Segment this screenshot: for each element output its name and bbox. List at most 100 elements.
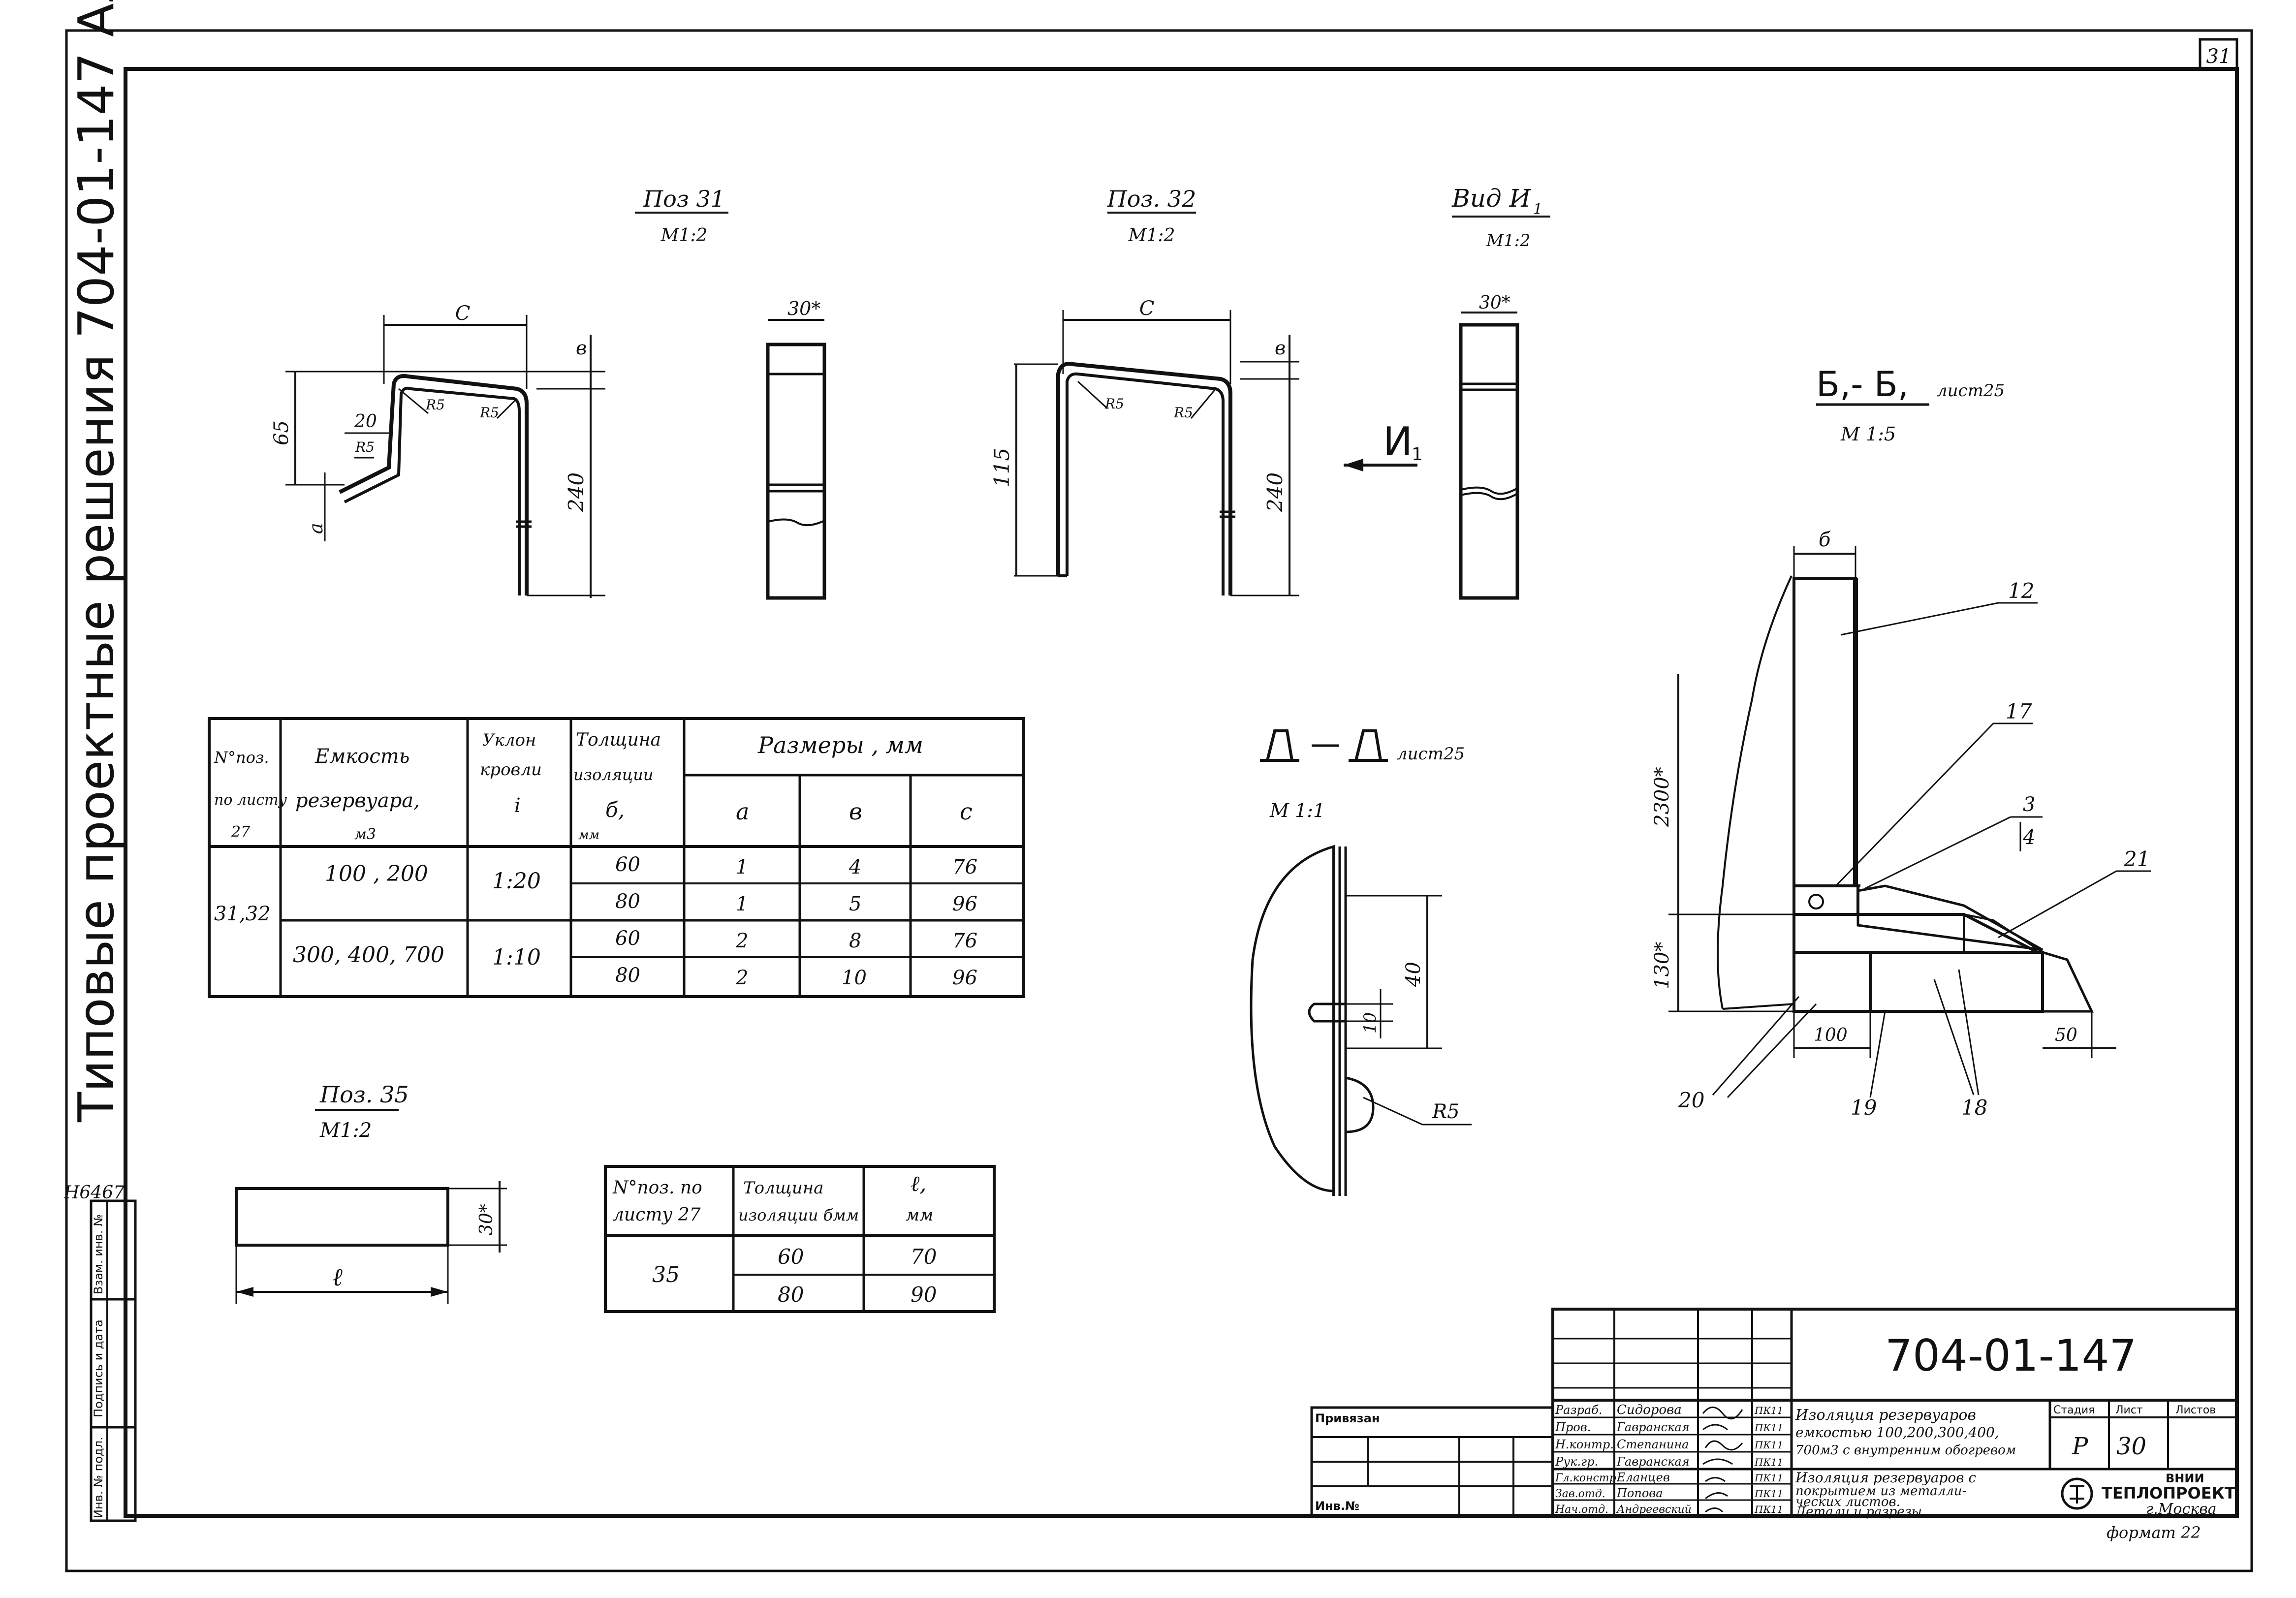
- pos35-width: 30*: [476, 1204, 497, 1235]
- t2-r2-len: 90: [911, 1283, 937, 1307]
- t1-h-pos-2: по листу: [214, 791, 287, 809]
- pos31-dim-b: в: [576, 337, 587, 359]
- pos31-dim-20: 20: [354, 411, 377, 432]
- pos31-dim-c: С: [455, 302, 471, 325]
- pos31-r5-b: R5: [425, 397, 445, 413]
- pos32-title: Поз. 32: [1107, 186, 1196, 212]
- stamp-replace-label: Взам. инв. №: [92, 1214, 105, 1294]
- tb-date-2: ПК11: [1754, 1439, 1783, 1451]
- tb-inv: Инв.№: [1315, 1499, 1359, 1513]
- tb-name-3: Гавранская: [1616, 1455, 1690, 1469]
- t1-h-slope-3: i: [514, 794, 521, 817]
- pos32-scale: М1:2: [1128, 225, 1175, 246]
- sheet-number-box: [2199, 38, 2238, 70]
- tb-privyazan: Привязан: [1315, 1411, 1380, 1425]
- t1-g2-slope: 1:10: [492, 945, 541, 970]
- t1-h-c: с: [960, 798, 973, 825]
- t2-pos-value: 35: [652, 1262, 680, 1287]
- sheet-number: 31: [2206, 45, 2232, 68]
- tb-desc2-0: Изоляция резервуаров с: [1795, 1470, 1976, 1486]
- t1-h-thick-4: мм: [578, 828, 599, 843]
- callout-21: 21: [2123, 847, 2150, 871]
- tb-role-5: Зав.отд.: [1555, 1488, 1605, 1500]
- t1-h-pos-3: 27: [231, 823, 251, 841]
- t2-h-pos-2: листу 27: [613, 1205, 701, 1225]
- pos31-dim-240: 240: [564, 472, 588, 512]
- t1-g1-r2-thick: 80: [615, 890, 640, 913]
- t1-h-thick-3: б,: [605, 798, 625, 822]
- pos31-title: Поз 31: [643, 186, 725, 212]
- section-a1-r5: R5: [1432, 1100, 1460, 1123]
- callout-12: 12: [2008, 579, 2034, 603]
- t1-g1-r1-thick: 60: [615, 853, 640, 876]
- t1-g2-r2-a: 2: [735, 967, 748, 989]
- t2-h-thick-2: изоляции бмм: [738, 1206, 859, 1224]
- tb-name-1: Гавранская: [1616, 1420, 1690, 1434]
- section-b1-dim-100: 100: [1814, 1025, 1848, 1045]
- t1-g1-r2-a: 1: [736, 893, 748, 915]
- view-i1-width: 30*: [1479, 293, 1510, 313]
- pos31-r5-c: R5: [479, 405, 499, 421]
- section-b1-dim-2300: 2300*: [1651, 767, 1673, 827]
- inventory-number: Н6467: [63, 1183, 125, 1203]
- t1-g2-r2-thick: 80: [615, 964, 640, 987]
- section-b1-scale: М 1:5: [1840, 423, 1896, 445]
- tb-stage-header: Стадия: [2053, 1404, 2095, 1416]
- callout-3: 3: [2023, 793, 2035, 816]
- section-a1: лист25 М 1:1 40 10 R5: [1250, 729, 1472, 1196]
- t1-h-cap-2: резервуара,: [295, 789, 420, 812]
- section-a1-dim-40: 40: [1402, 962, 1425, 987]
- t2-h-len-1: ℓ,: [911, 1171, 926, 1196]
- section-b1-dim-50: 50: [2055, 1025, 2077, 1045]
- pos32-r5-b: R5: [1173, 405, 1193, 421]
- tb-desc2-3: Детали и разрезы: [1795, 1504, 1922, 1519]
- pos32-dim-c: С: [1139, 297, 1155, 320]
- org-logo: [2061, 1477, 2093, 1510]
- pos31-dim-65: 65: [270, 420, 293, 445]
- callout-17: 17: [2006, 699, 2032, 723]
- tb-role-4: Гл.констр.: [1555, 1472, 1620, 1484]
- tb-stage: Р: [2072, 1433, 2088, 1460]
- section-b1-ref: лист25: [1937, 381, 2005, 401]
- view-i1-scale: М1:2: [1486, 231, 1531, 251]
- callout-4: 4: [2022, 826, 2035, 849]
- tb-role-2: Н.контр.: [1555, 1438, 1614, 1451]
- section-a1-ref: лист25: [1397, 744, 1465, 764]
- pos32-view: Поз. 32 М1:2 С в 240 115 R5 R5 И 1: [990, 186, 1423, 596]
- callout-19: 19: [1851, 1096, 1877, 1120]
- tb-code: 704-01-147: [1885, 1330, 2137, 1381]
- tb-org-1: ТЕПЛОПРОЕКТ: [2102, 1484, 2235, 1503]
- view-i1: Вид И 1 М1:2 30*: [1451, 184, 1550, 600]
- pos35-length: ℓ: [332, 1263, 343, 1291]
- table2: N°поз. по листу 27 Толщина изоляции бмм …: [604, 1165, 996, 1313]
- inner-frame: [124, 67, 2239, 1518]
- t1-h-a: а: [736, 798, 749, 825]
- t1-g2-r1-c: 76: [952, 930, 977, 952]
- t1-g2-r2-c: 96: [952, 967, 977, 989]
- t1-pos-value: 31,32: [214, 903, 271, 925]
- pos31-side-width: 30*: [787, 298, 820, 319]
- t1-h-dims: Размеры , мм: [757, 732, 923, 758]
- tb-name-2: Степанина: [1617, 1438, 1689, 1451]
- tb-name-4: Еланцев: [1616, 1471, 1670, 1484]
- section-b1-dim-b: б: [1819, 529, 1831, 551]
- t2-r1-thick: 60: [778, 1245, 804, 1269]
- tb-desc2-2: ческих листов.: [1795, 1495, 1900, 1509]
- tb-sheet: 30: [2116, 1433, 2146, 1460]
- pos32-dim-b: в: [1275, 337, 1286, 359]
- tb-role-6: Нач.отд.: [1555, 1504, 1608, 1516]
- t2-r1-len: 70: [911, 1245, 937, 1269]
- t1-h-thick-2: изоляции: [573, 765, 653, 784]
- tb-date-0: ПК11: [1754, 1405, 1783, 1416]
- stamp-inv-label: Инв. № подл.: [92, 1437, 105, 1518]
- tb-date-5: ПК11: [1754, 1488, 1783, 1500]
- tb-desc1-2: 700м3 с внутренним обогревом: [1795, 1443, 2016, 1458]
- section-b1: Б,- Б, лист25 М 1:5 б 2300* 130* 100: [1651, 364, 2151, 1120]
- tb-date-1: ПК11: [1754, 1422, 1783, 1434]
- tb-date-6: ПК11: [1754, 1504, 1783, 1515]
- t1-h-b: в: [849, 798, 862, 825]
- t2-h-pos-1: N°поз. по: [612, 1178, 702, 1198]
- tb-desc1-0: Изоляция резервуаров: [1795, 1407, 1976, 1424]
